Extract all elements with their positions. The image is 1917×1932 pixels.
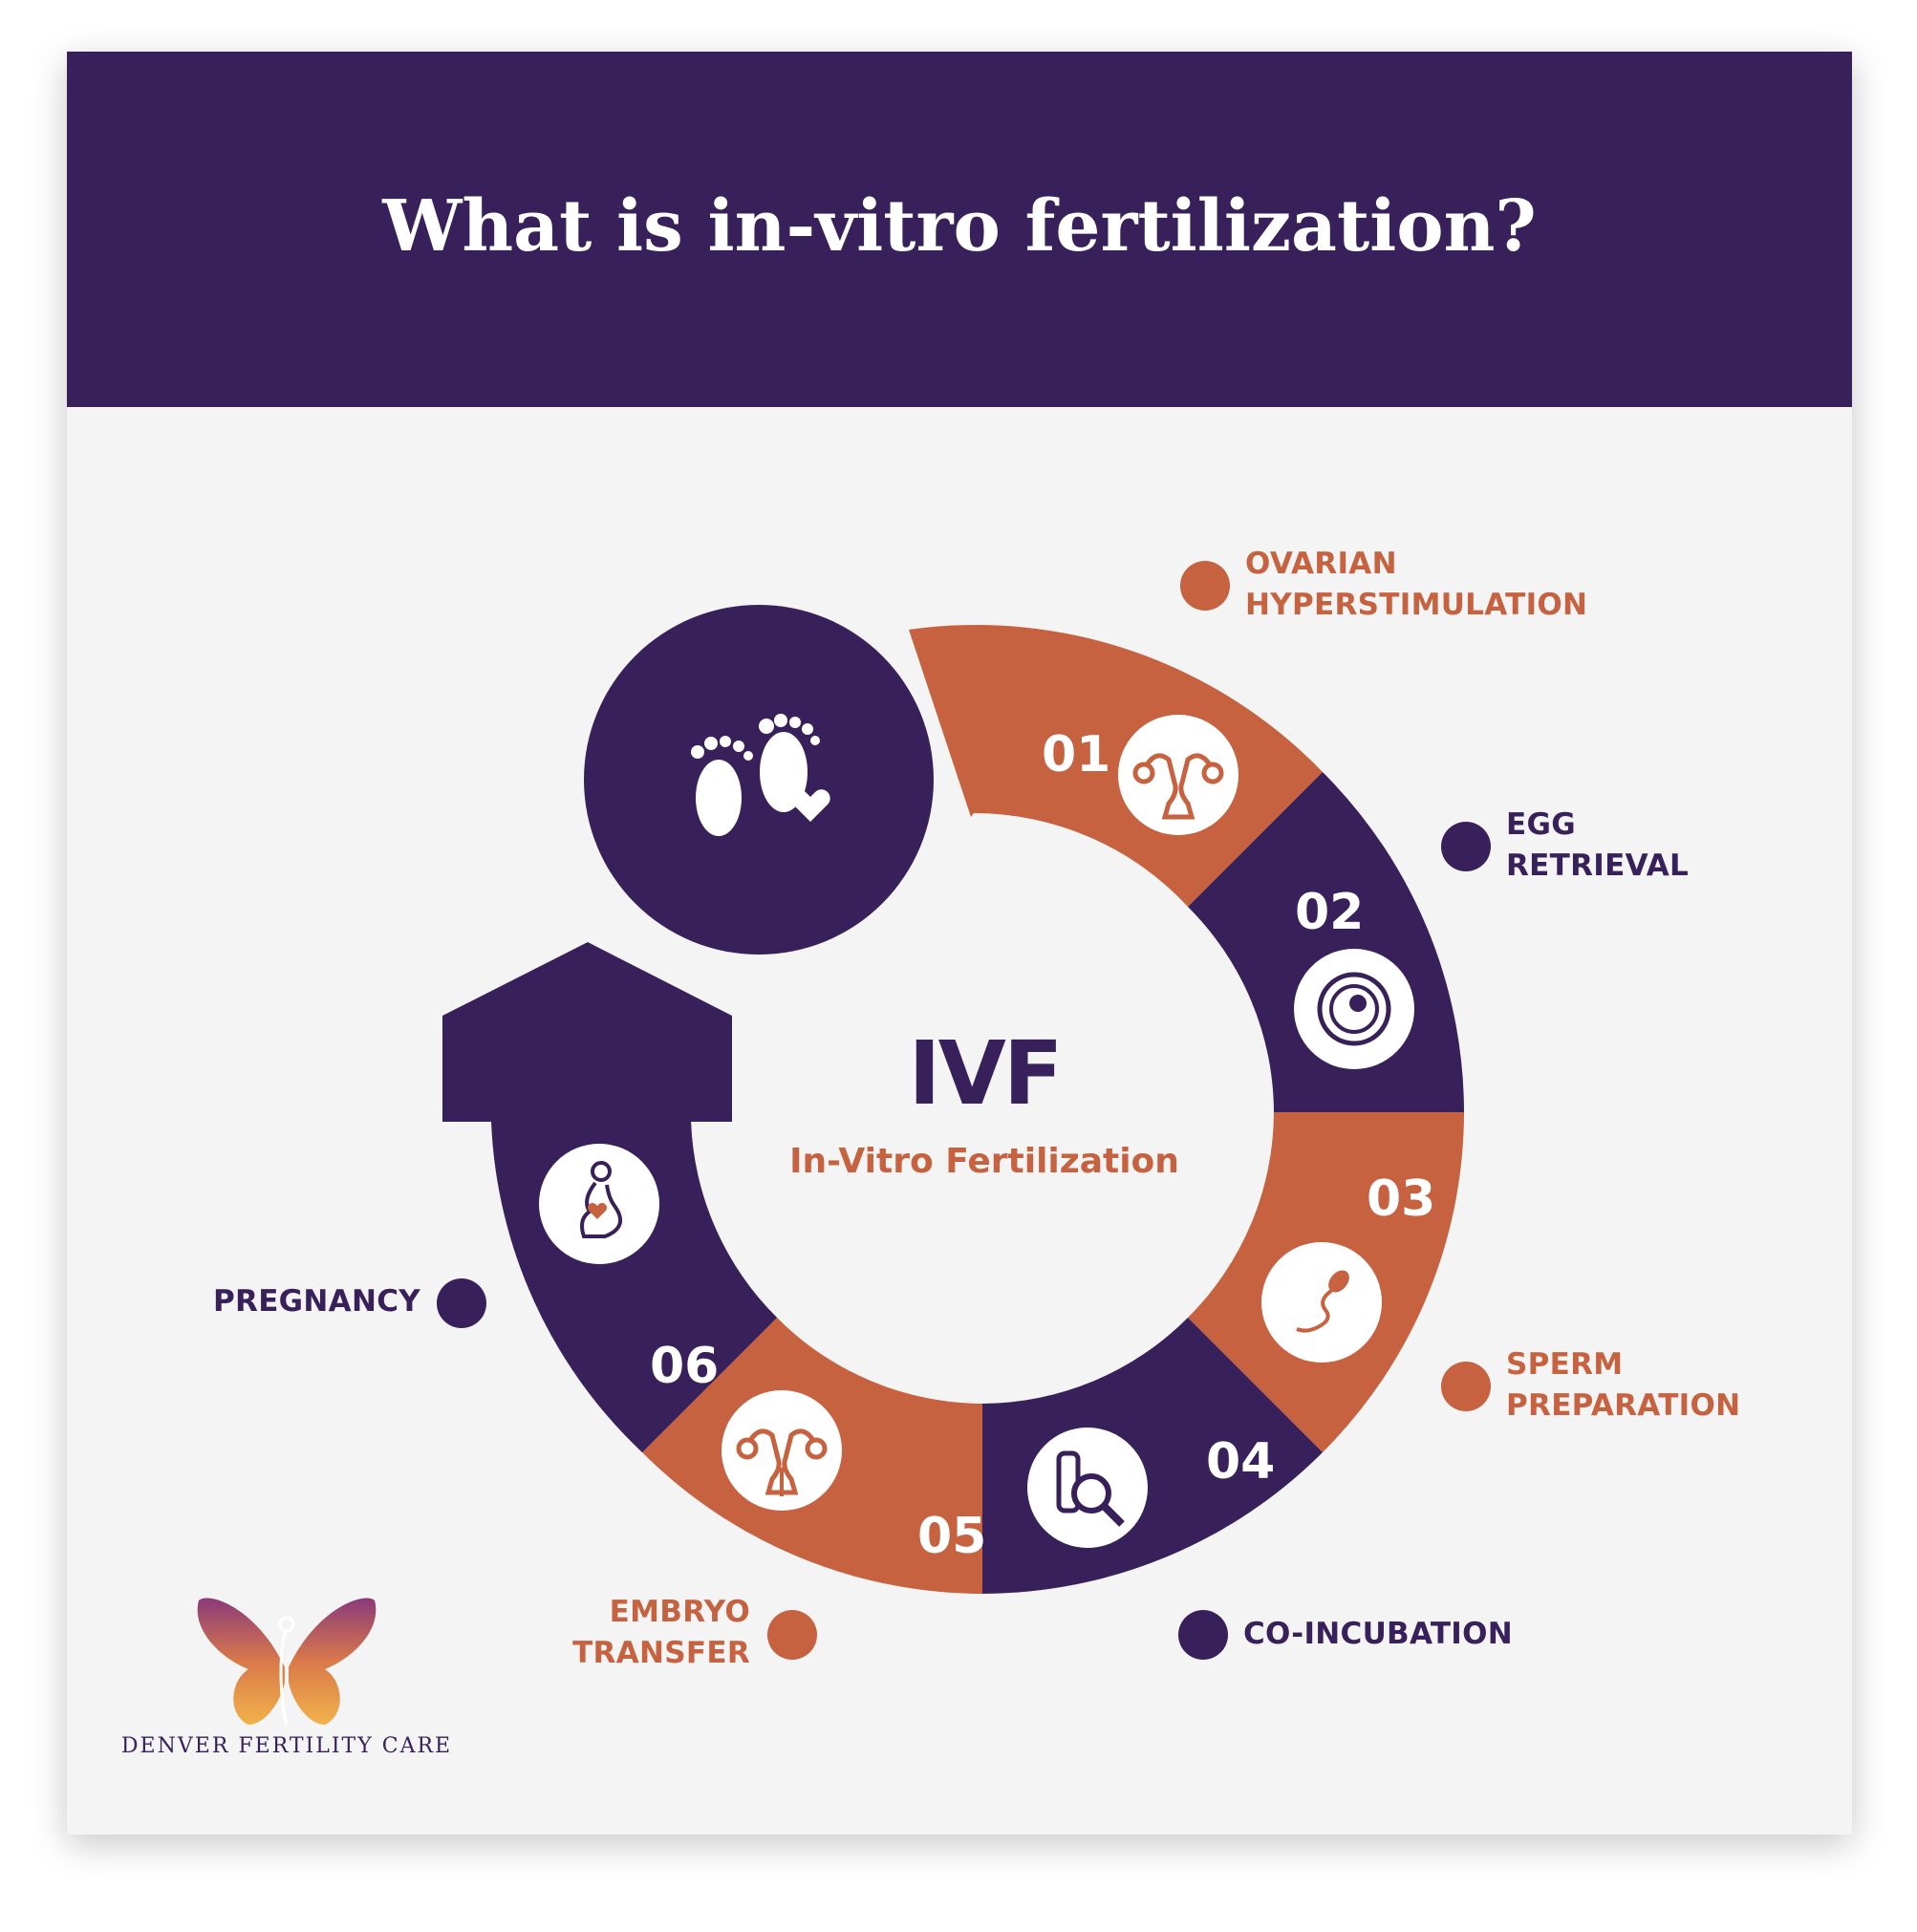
step-05-dot <box>767 1610 817 1660</box>
baby-circle <box>584 605 934 955</box>
center-subtitle: In-Vitro Fertilization <box>789 1142 1179 1181</box>
header-banner: What is in-vitro fertilization? <box>67 52 1852 407</box>
step-number-01: 01 <box>1042 726 1111 784</box>
step-06-label: PREGNANCY <box>213 1284 420 1319</box>
step-number-03: 03 <box>1367 1170 1436 1228</box>
step-number-02: 02 <box>1295 884 1365 941</box>
egg-cell-icon <box>1294 949 1414 1069</box>
test-tube-magnifier-icon <box>1027 1428 1148 1548</box>
step-number-05: 05 <box>917 1508 987 1565</box>
page-title: What is in-vitro fertilization? <box>382 185 1537 268</box>
step-02-dot <box>1441 822 1491 871</box>
butterfly-logo-icon <box>197 1598 377 1726</box>
baby-footprints-icon <box>691 714 830 836</box>
step-04-dot <box>1178 1610 1228 1660</box>
segment-01 <box>909 625 1323 907</box>
step-number-06: 06 <box>650 1338 720 1395</box>
step-03-dot <box>1441 1362 1491 1411</box>
step-04-label: CO-INCUBATION <box>1243 1617 1514 1651</box>
pregnant-woman-icon <box>539 1144 659 1264</box>
center-title: IVF <box>908 1022 1063 1125</box>
step-number-04: 04 <box>1206 1433 1276 1491</box>
uterus-icon <box>1118 715 1239 835</box>
sperm-icon <box>1261 1242 1382 1363</box>
brand-name: DENVER FERTILITY CARE <box>120 1734 453 1758</box>
step-06-dot <box>437 1278 486 1328</box>
uterus-transfer-icon <box>722 1390 842 1511</box>
step-01-dot <box>1180 561 1230 611</box>
